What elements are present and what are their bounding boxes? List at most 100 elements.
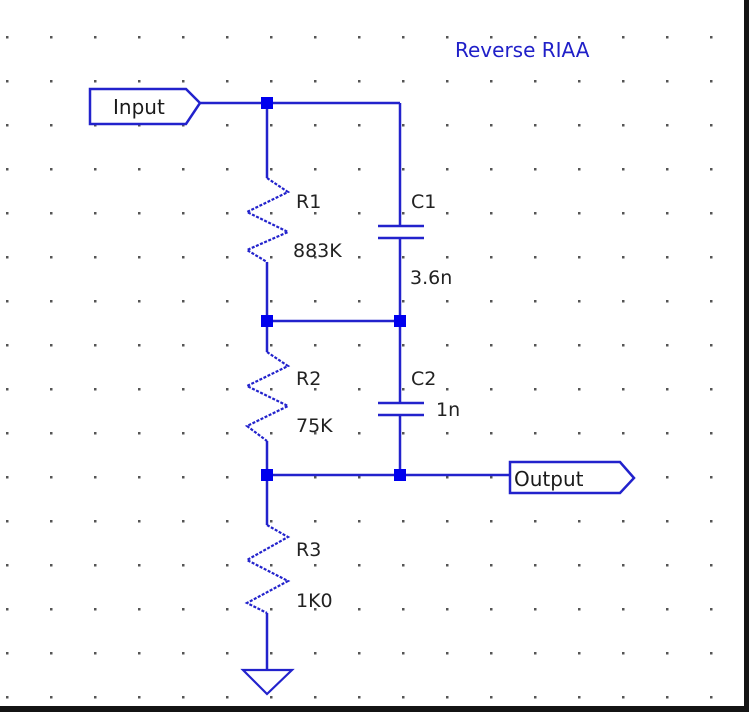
grid-dot: [402, 608, 405, 611]
ground-icon[interactable]: [240, 668, 295, 696]
grid-dot: [490, 344, 493, 347]
grid-dot: [666, 168, 669, 171]
grid-dot: [50, 36, 53, 39]
grid-dot: [446, 300, 449, 303]
grid-dot: [226, 212, 229, 215]
grid-dot: [138, 300, 141, 303]
junction-node[interactable]: [261, 97, 273, 109]
grid-dot: [578, 388, 581, 391]
grid-dot: [534, 344, 537, 347]
grid-dot: [622, 212, 625, 215]
grid-dot: [622, 256, 625, 259]
grid-dot: [50, 652, 53, 655]
output-port[interactable]: Output: [508, 460, 636, 495]
grid-dot: [314, 432, 317, 435]
grid-dot: [94, 608, 97, 611]
input-port-label: Input: [113, 95, 165, 119]
grid-dot: [578, 520, 581, 523]
c2-value-label: 1n: [436, 399, 460, 421]
grid-dot: [358, 388, 361, 391]
window-border-right: [744, 0, 749, 712]
grid-dot: [666, 696, 669, 699]
grid-dot: [446, 696, 449, 699]
grid-dot: [138, 212, 141, 215]
grid-dot: [446, 36, 449, 39]
grid-dot: [402, 80, 405, 83]
grid-dot: [270, 608, 273, 611]
grid-dot: [534, 520, 537, 523]
grid-dot: [314, 520, 317, 523]
grid-dot: [6, 476, 9, 479]
resistor-r3-symbol[interactable]: [244, 524, 291, 614]
grid-dot: [446, 608, 449, 611]
grid-dot: [270, 388, 273, 391]
grid-dot: [534, 608, 537, 611]
grid-dot: [710, 476, 713, 479]
grid-dot: [446, 564, 449, 567]
grid-dot: [578, 564, 581, 567]
junction-node[interactable]: [261, 315, 273, 327]
grid-dot: [50, 300, 53, 303]
grid-dot: [490, 608, 493, 611]
grid-dot: [490, 520, 493, 523]
grid-dot: [226, 168, 229, 171]
grid-dot: [402, 696, 405, 699]
grid-dot: [182, 36, 185, 39]
resistor-r1-symbol[interactable]: [244, 177, 291, 263]
grid-dot: [138, 652, 141, 655]
grid-dot: [270, 520, 273, 523]
grid-dot: [226, 388, 229, 391]
grid-dot: [666, 432, 669, 435]
grid-dot: [50, 212, 53, 215]
grid-dot: [6, 696, 9, 699]
grid-dot: [182, 344, 185, 347]
grid-dot: [710, 608, 713, 611]
grid-dot: [578, 696, 581, 699]
grid-dot: [226, 520, 229, 523]
junction-node[interactable]: [394, 315, 406, 327]
grid-dot: [622, 652, 625, 655]
grid-dot: [622, 608, 625, 611]
grid-dot: [314, 564, 317, 567]
grid-dot: [534, 432, 537, 435]
grid-dot: [94, 432, 97, 435]
grid-dot: [270, 344, 273, 347]
grid-dot: [446, 212, 449, 215]
grid-dot: [50, 476, 53, 479]
grid-dot: [710, 388, 713, 391]
grid-dot: [578, 80, 581, 83]
grid-dot: [358, 476, 361, 479]
grid-dot: [710, 256, 713, 259]
grid-dot: [50, 696, 53, 699]
grid-dot: [6, 432, 9, 435]
junction-node[interactable]: [394, 469, 406, 481]
grid-dot: [534, 124, 537, 127]
grid-dot: [50, 168, 53, 171]
grid-dot: [402, 520, 405, 523]
grid-dot: [94, 476, 97, 479]
grid-dot: [446, 476, 449, 479]
grid-dot: [226, 432, 229, 435]
grid-dot: [6, 564, 9, 567]
grid-dot: [402, 432, 405, 435]
grid-dot: [534, 300, 537, 303]
grid-dot: [490, 256, 493, 259]
grid-dot: [710, 300, 713, 303]
junction-node[interactable]: [261, 469, 273, 481]
grid-dot: [666, 300, 669, 303]
grid-dot: [622, 36, 625, 39]
c1-value-label: 3.6n: [410, 267, 452, 289]
grid-dot: [358, 300, 361, 303]
grid-dot: [666, 564, 669, 567]
grid-dot: [6, 212, 9, 215]
grid-dot: [94, 388, 97, 391]
grid-dots: [6, 36, 713, 699]
grid-dot: [50, 608, 53, 611]
input-port[interactable]: Input: [88, 87, 202, 126]
grid-dot: [226, 124, 229, 127]
grid-dot: [182, 80, 185, 83]
resistor-r2-symbol[interactable]: [244, 351, 291, 442]
grid-dot: [182, 388, 185, 391]
